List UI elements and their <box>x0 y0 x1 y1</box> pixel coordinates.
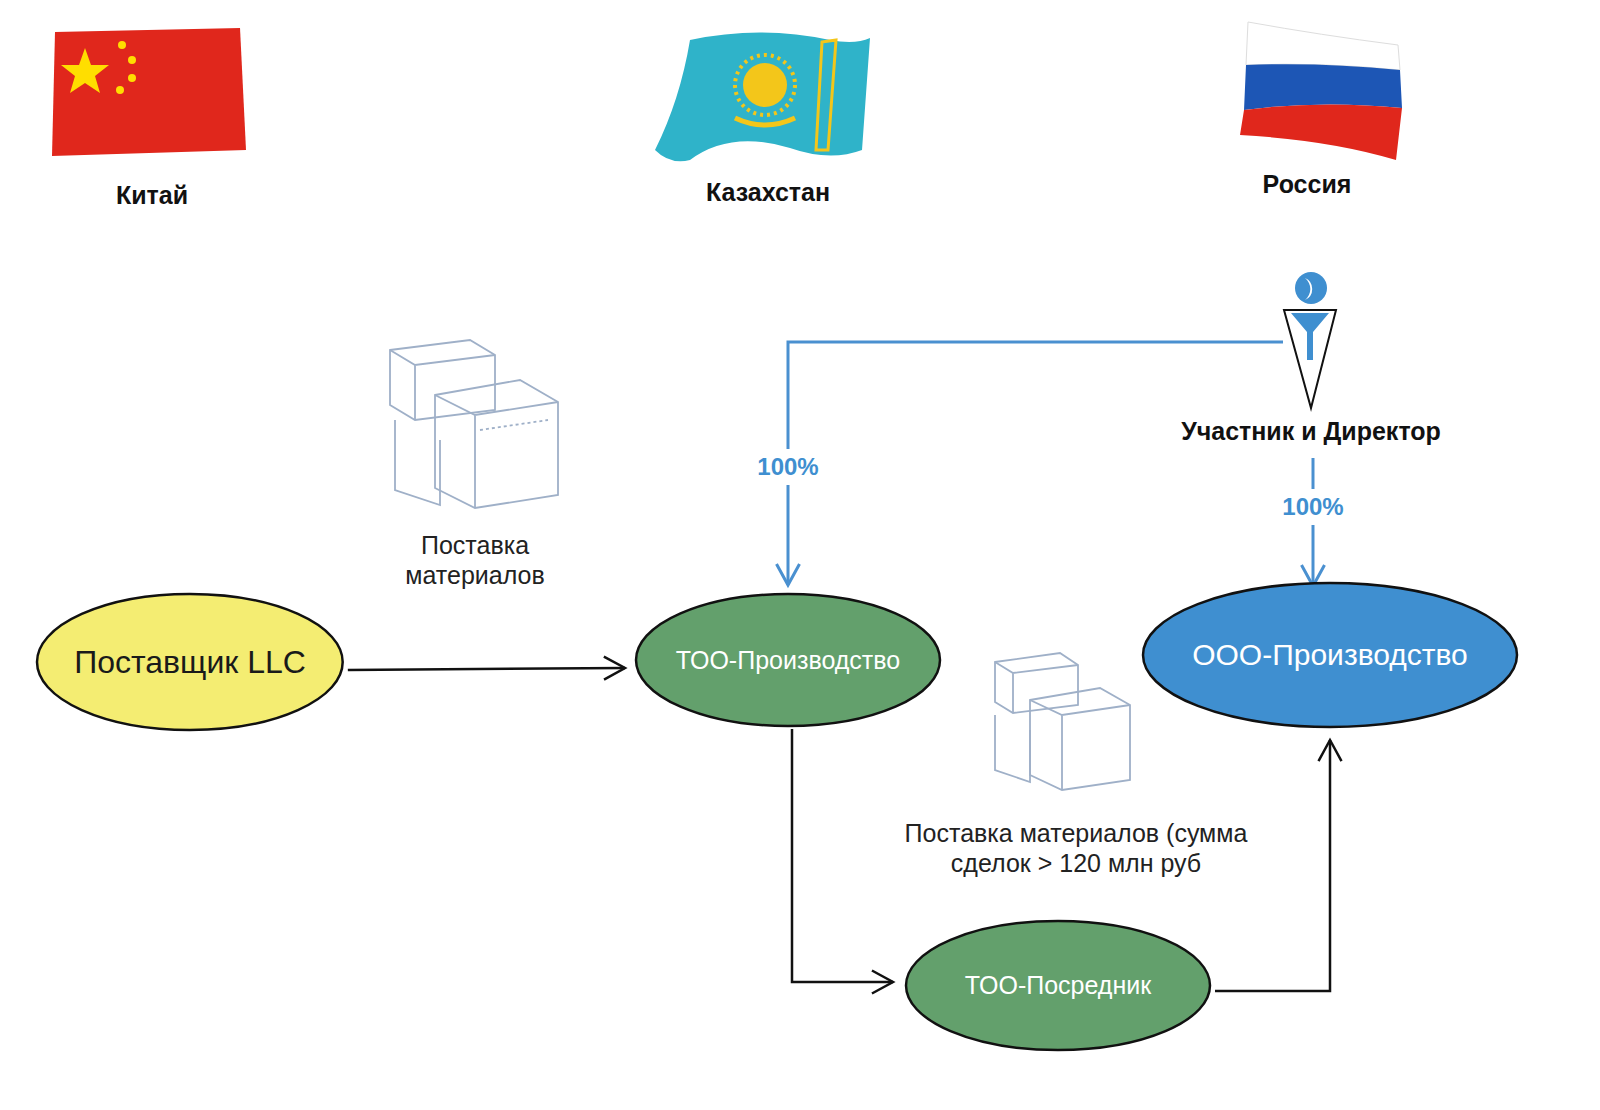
kazakhstan-flag <box>655 33 870 162</box>
flow-label: Поставка материалов (сумма сделок > 120 … <box>866 818 1286 878</box>
node-label: ТОО-Производство <box>676 646 900 675</box>
supply-arrow <box>792 729 893 994</box>
boxes-sketch <box>390 340 558 508</box>
company-ellipse: ТОО-Производство <box>633 591 943 729</box>
company-ellipse: ООО-Производство <box>1140 580 1520 730</box>
node-label: Поставщик LLC <box>74 644 306 681</box>
node-label: ТОО-Посредник <box>965 971 1151 1000</box>
supply-arrow <box>348 657 625 680</box>
company-ellipse: ТОО-Посредник <box>903 918 1213 1053</box>
russia-flag <box>1240 22 1402 160</box>
person-node: Участник и Директор <box>1161 270 1461 446</box>
boxes-sketch <box>995 653 1130 790</box>
node-label: Участник и Директор <box>1181 417 1441 446</box>
node-label: ООО-Производство <box>1192 638 1468 672</box>
country-label: Россия <box>1263 170 1352 199</box>
share-percent: 100% <box>755 449 820 486</box>
country-label: Китай <box>116 181 188 210</box>
supply-arrow <box>1215 740 1342 991</box>
share-percent: 100% <box>1280 489 1345 526</box>
flow-label: Поставка материалов <box>375 530 575 590</box>
country-label: Казахстан <box>706 178 830 207</box>
china-flag <box>52 28 246 156</box>
ownership-arrow <box>776 342 1283 585</box>
company-ellipse: Поставщик LLC <box>34 591 346 733</box>
